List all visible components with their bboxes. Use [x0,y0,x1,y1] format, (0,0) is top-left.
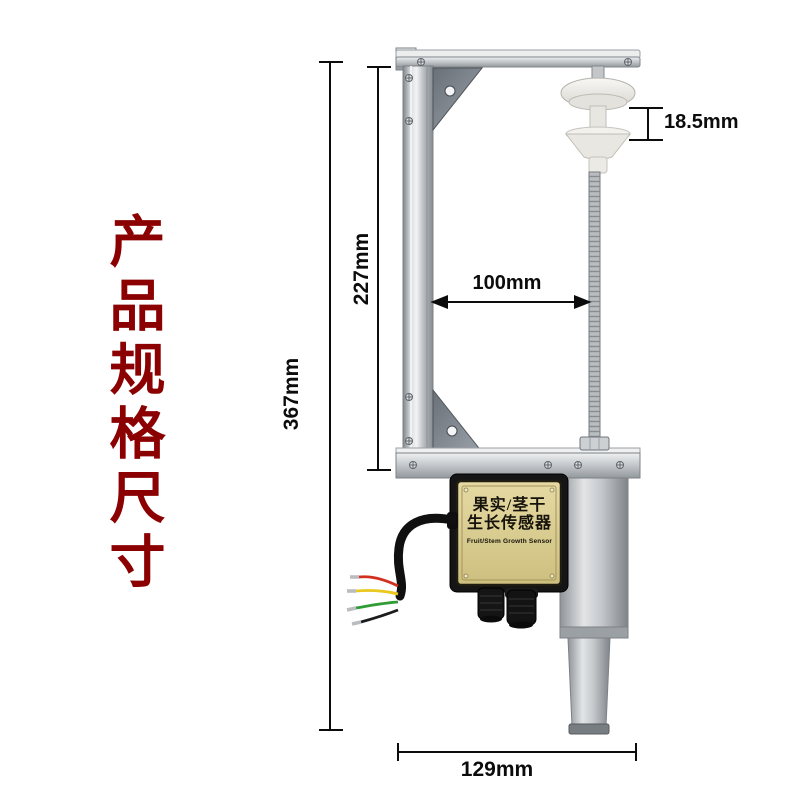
dimension-label-overall-height: 367mm [280,357,303,431]
leg-foot [568,723,610,735]
sensor-housing [559,477,629,735]
dimension-100 [430,295,592,309]
page-title: 产品规格尺寸 [101,212,163,596]
cable-gland-left [477,587,505,623]
dimension-18-5 [629,107,663,141]
wire-yellow [355,589,399,596]
dimension-label-measuring-range: 18.5mm [664,111,739,133]
suction-cup-assembly [560,65,636,174]
nameplate-line1: 果实/茎干 [472,497,547,514]
dimension-367 [319,61,343,731]
dimension-lines [319,61,663,761]
gusset-hole [444,85,456,97]
dimension-label-base-width: 129mm [460,758,534,781]
cable-gland-right [505,588,538,629]
bottom-bracket [395,447,641,479]
screws [405,58,632,469]
rod-nut [579,436,610,451]
sensor-label-plate [449,473,569,593]
dimension-label-inner-height: 227mm [350,232,373,306]
wire-red [358,575,399,588]
middle-gusset [432,388,484,453]
top-gusset [432,67,484,132]
dimension-label-horizontal-span: 100mm [472,272,542,294]
top-bracket [395,47,641,71]
sensor-nameplate: 果实/茎干 生长传感器 Fruit/Stem Growth Sensor [458,497,561,545]
nameplate-line2: 生长传感器 [466,515,552,533]
gusset-hole [446,425,458,437]
mounting-rail [402,65,434,463]
threaded-rod [588,171,601,455]
signal-cable [346,512,458,626]
nameplate-line3: Fruit/Stem Growth Sensor [466,537,553,545]
support-leg [567,637,611,727]
dimension-227 [367,66,391,471]
wire-black [360,608,399,624]
wire-green [355,600,399,610]
dimension-129 [397,743,637,761]
